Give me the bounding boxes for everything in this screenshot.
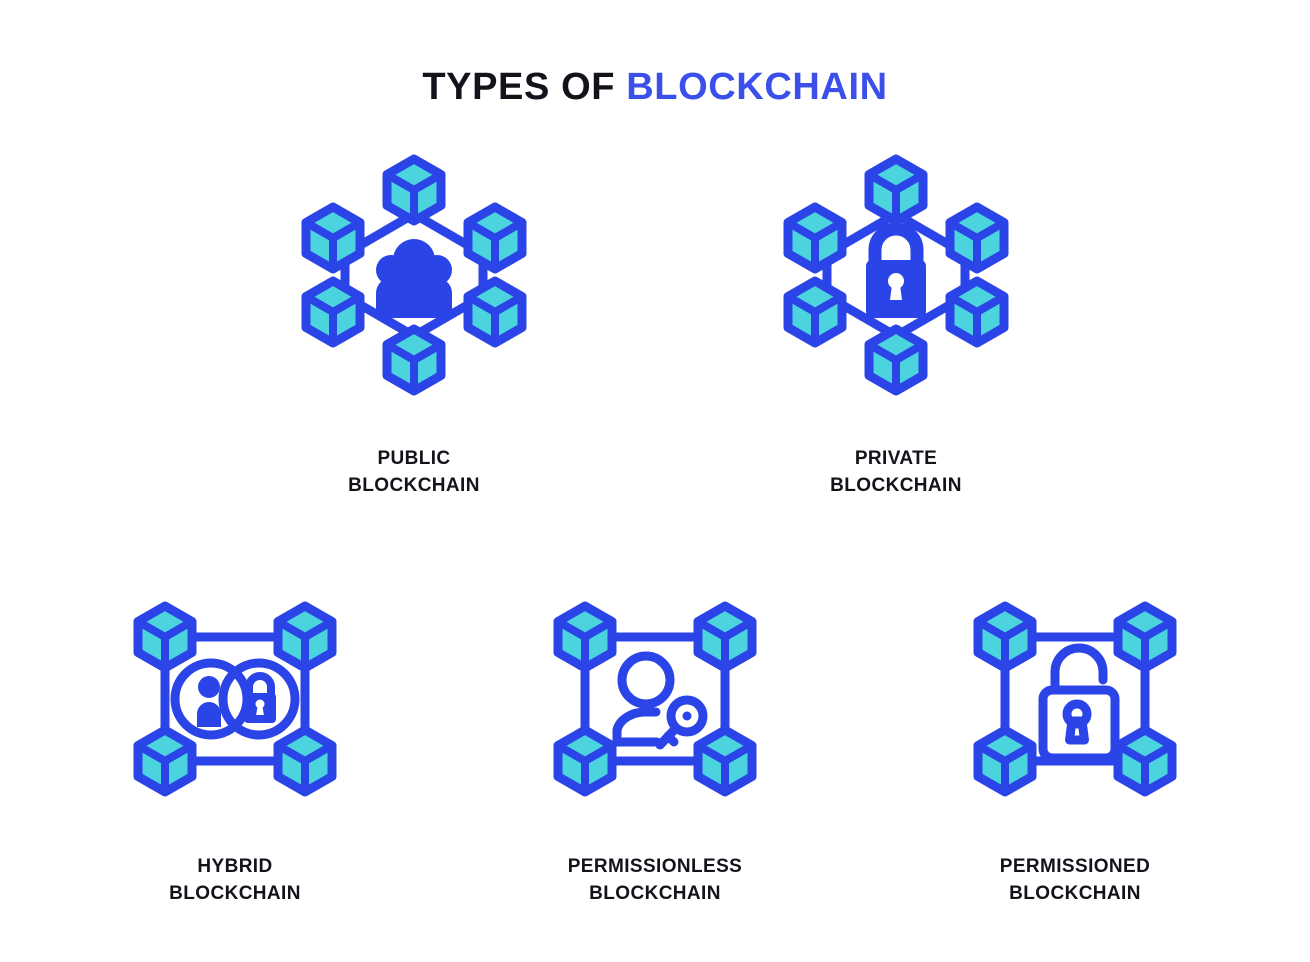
cube-node-group <box>973 601 1177 797</box>
person-glyph <box>197 676 221 727</box>
private-blockchain-network-icon <box>765 150 1027 398</box>
card-label-permissionless: PERMISSIONLESS BLOCKCHAIN <box>568 854 743 908</box>
cube-node-group <box>133 601 337 797</box>
lock-glyph <box>244 672 276 723</box>
card-label-public: PUBLIC BLOCKCHAIN <box>348 446 480 500</box>
hybrid-blockchain-network-icon <box>119 590 351 808</box>
card-label-line-1: PUBLIC <box>377 448 451 469</box>
permissioned-blockchain-network-icon <box>959 590 1191 808</box>
cube-node-group <box>783 154 1009 396</box>
card-label-line-1: PRIVATE <box>854 448 938 469</box>
card-label-line-2: BLOCKCHAIN <box>169 882 301 904</box>
card-label-line-1: HYBRID <box>197 856 273 877</box>
card-label-line-2: BLOCKCHAIN <box>1009 882 1141 904</box>
card-hybrid-blockchain[interactable]: HYBRID BLOCKCHAIN <box>119 590 351 908</box>
card-label-line-2: BLOCKCHAIN <box>830 474 962 496</box>
person-and-lock-venn-icon <box>170 658 300 740</box>
permissionless-blockchain-network-icon <box>539 590 771 808</box>
open-padlock-icon <box>1038 643 1120 763</box>
cards-row-top: PUBLIC BLOCKCHAIN <box>0 150 1310 500</box>
card-private-blockchain[interactable]: PRIVATE BLOCKCHAIN <box>765 150 1027 500</box>
card-permissionless-blockchain[interactable]: PERMISSIONLESS BLOCKCHAIN <box>539 590 771 908</box>
card-permissioned-blockchain[interactable]: PERMISSIONED BLOCKCHAIN <box>959 590 1191 908</box>
card-label-permissioned: PERMISSIONED BLOCKCHAIN <box>1000 854 1151 908</box>
card-label-line-1: PERMISSIONLESS <box>567 856 743 877</box>
card-label-line-1: PERMISSIONED <box>999 856 1151 877</box>
closed-padlock-icon <box>866 222 926 318</box>
card-public-blockchain[interactable]: PUBLIC BLOCKCHAIN <box>283 150 545 500</box>
title-part-1: TYPES OF <box>422 66 616 109</box>
page-title: TYPES OF BLOCKCHAIN <box>0 67 1310 109</box>
person-with-key-icon <box>612 651 708 750</box>
cube-node-group <box>553 601 757 797</box>
card-label-hybrid: HYBRID BLOCKCHAIN <box>169 854 301 908</box>
card-label-line-2: BLOCKCHAIN <box>348 474 480 496</box>
cube-node-group <box>301 154 527 396</box>
title-part-2: BLOCKCHAIN <box>626 66 888 109</box>
people-group-icon <box>376 239 452 318</box>
card-label-line-2: BLOCKCHAIN <box>589 882 721 904</box>
card-label-private: PRIVATE BLOCKCHAIN <box>830 446 962 500</box>
cards-row-bottom: HYBRID BLOCKCHAIN <box>0 590 1310 908</box>
public-blockchain-network-icon <box>283 150 545 398</box>
